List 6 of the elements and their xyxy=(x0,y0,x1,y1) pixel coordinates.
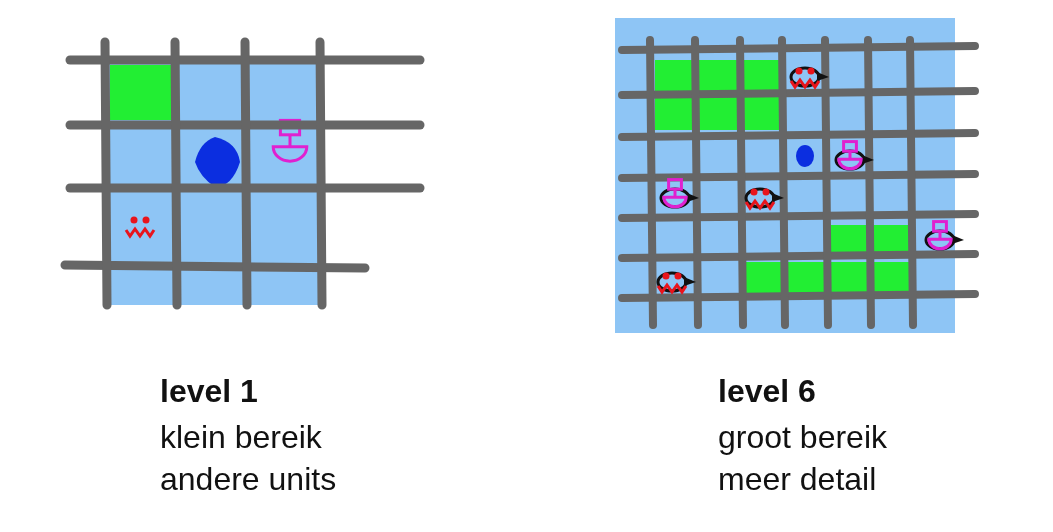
caption-line: groot bereik xyxy=(718,418,887,456)
caption-line: andere units xyxy=(160,460,337,498)
caption-line: meer detail xyxy=(718,460,877,498)
heading: level 1 xyxy=(160,372,258,410)
heading: level 6 xyxy=(718,372,816,410)
caption-line: klein bereik xyxy=(160,418,322,456)
